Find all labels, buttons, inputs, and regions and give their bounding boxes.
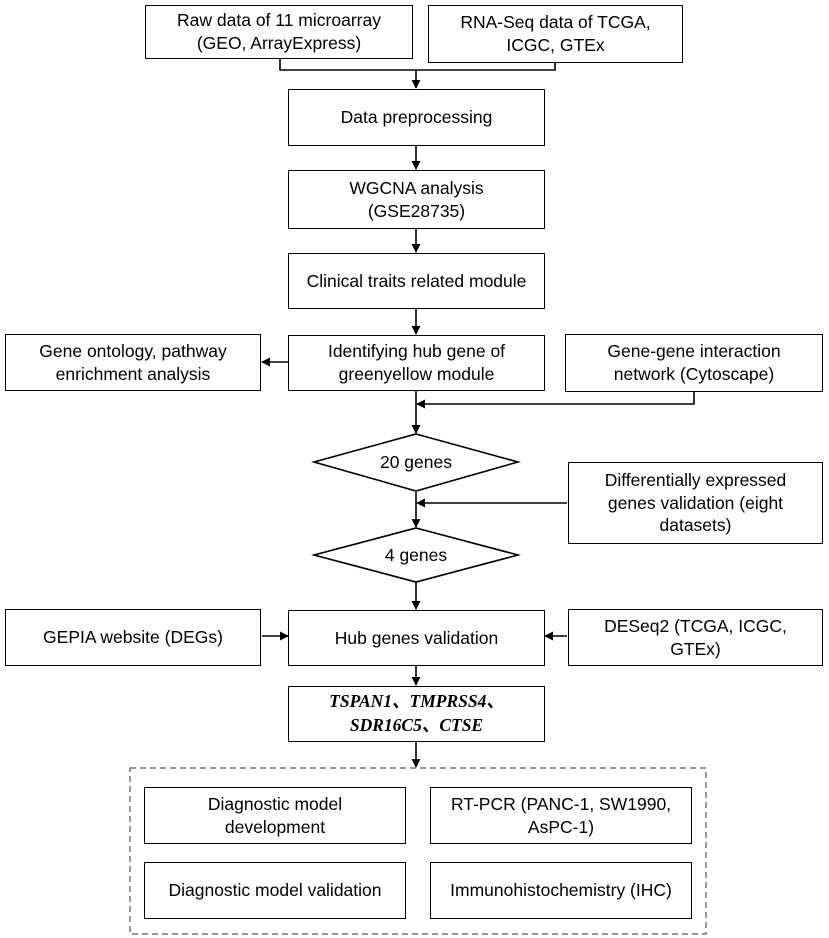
box-final-hub-genes: TSPAN1、TMPRSS4、SDR16C5、CTSE: [288, 686, 545, 742]
decision-20-genes: [311, 433, 521, 492]
arrow-interaction-merge: [416, 392, 695, 409]
box-rt-pcr: RT-PCR (PANC-1, SW1990,AsPC-1): [430, 787, 692, 844]
validation-group-frame: [129, 767, 707, 935]
box-raw-microarray: Raw data of 11 microarray(GEO, ArrayExpr…: [145, 5, 413, 59]
box-deseq2: DESeq2 (TCGA, ICGC,GTEx): [568, 609, 823, 666]
box-hub-genes-validation: Hub genes validation: [288, 610, 545, 666]
box-data-preprocessing: Data preprocessing: [288, 89, 545, 146]
box-clinical-traits-module: Clinical traits related module: [288, 253, 545, 309]
label-20-genes: 20 genes: [379, 452, 452, 472]
connector-microarray-merge: [279, 58, 416, 71]
box-rnaseq-data: RNA-Seq data of TCGA,ICGC, GTEx: [428, 5, 683, 63]
box-gepia-website: GEPIA website (DEGs): [5, 609, 261, 666]
box-diagnostic-model-validation: Diagnostic model validation: [144, 862, 406, 919]
box-wgcna-analysis: WGCNA analysis(GSE28735): [288, 170, 545, 229]
label-4-genes: 4 genes: [384, 544, 448, 565]
connector-rnaseq-merge: [416, 62, 556, 71]
decision-4-genes: [310, 527, 522, 583]
box-immunohistochemistry: Immunohistochemistry (IHC): [430, 862, 692, 919]
